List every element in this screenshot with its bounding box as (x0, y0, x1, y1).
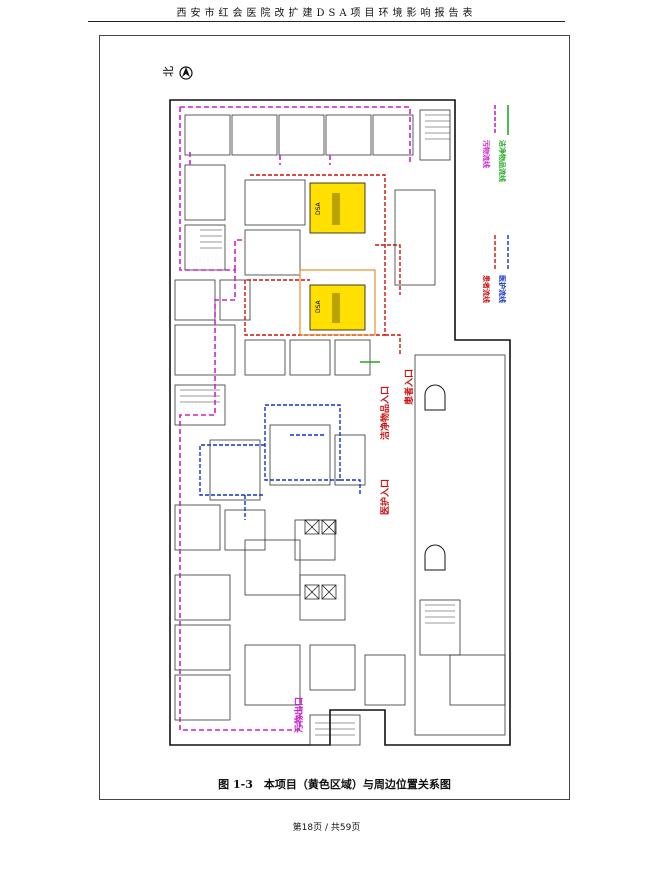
legend-clean: 洁净物品流线 (498, 140, 507, 182)
stairs (180, 114, 455, 736)
page-header: 西安市红会医院改扩建DSA项目环境影响报告表 (0, 0, 653, 22)
header-rule (88, 21, 565, 22)
dsa-room-1: DSA (315, 201, 322, 215)
legend-medical: 医护流线 (498, 275, 507, 303)
patient-flow-line (244, 174, 401, 355)
entrance-clean: 洁净物品入口 (379, 386, 391, 440)
arched-openings (424, 384, 446, 571)
project-area (309, 182, 366, 331)
entrance-patient: 患者入口 (403, 369, 415, 405)
entrance-dirty: 污物出口 (293, 697, 305, 733)
project-boundary (299, 269, 376, 336)
legend-patient: 患者流线 (482, 275, 491, 303)
north-arrow-icon (179, 66, 193, 80)
flow-legend (494, 105, 509, 270)
dirty-flow-line (179, 106, 411, 731)
header-title: 西安市红会医院改扩建DSA项目环境影响报告表 (176, 8, 477, 19)
dsa-room-2: DSA (315, 299, 322, 313)
building-outline (169, 99, 511, 746)
page-footer: 第18页 / 共59页 (292, 823, 361, 833)
elevators (304, 519, 337, 600)
figure-caption: 图 1-3 本项目（黄色区域）与周边位置关系图 (218, 778, 451, 791)
entrance-medical: 医护入口 (379, 479, 391, 515)
floor-plan: 北 (162, 66, 511, 746)
interior-walls (174, 109, 506, 746)
figure-frame (99, 35, 570, 800)
medical-flow-line (199, 404, 361, 520)
north-label: 北 (162, 66, 175, 77)
legend-dirty: 污物流线 (482, 140, 491, 168)
